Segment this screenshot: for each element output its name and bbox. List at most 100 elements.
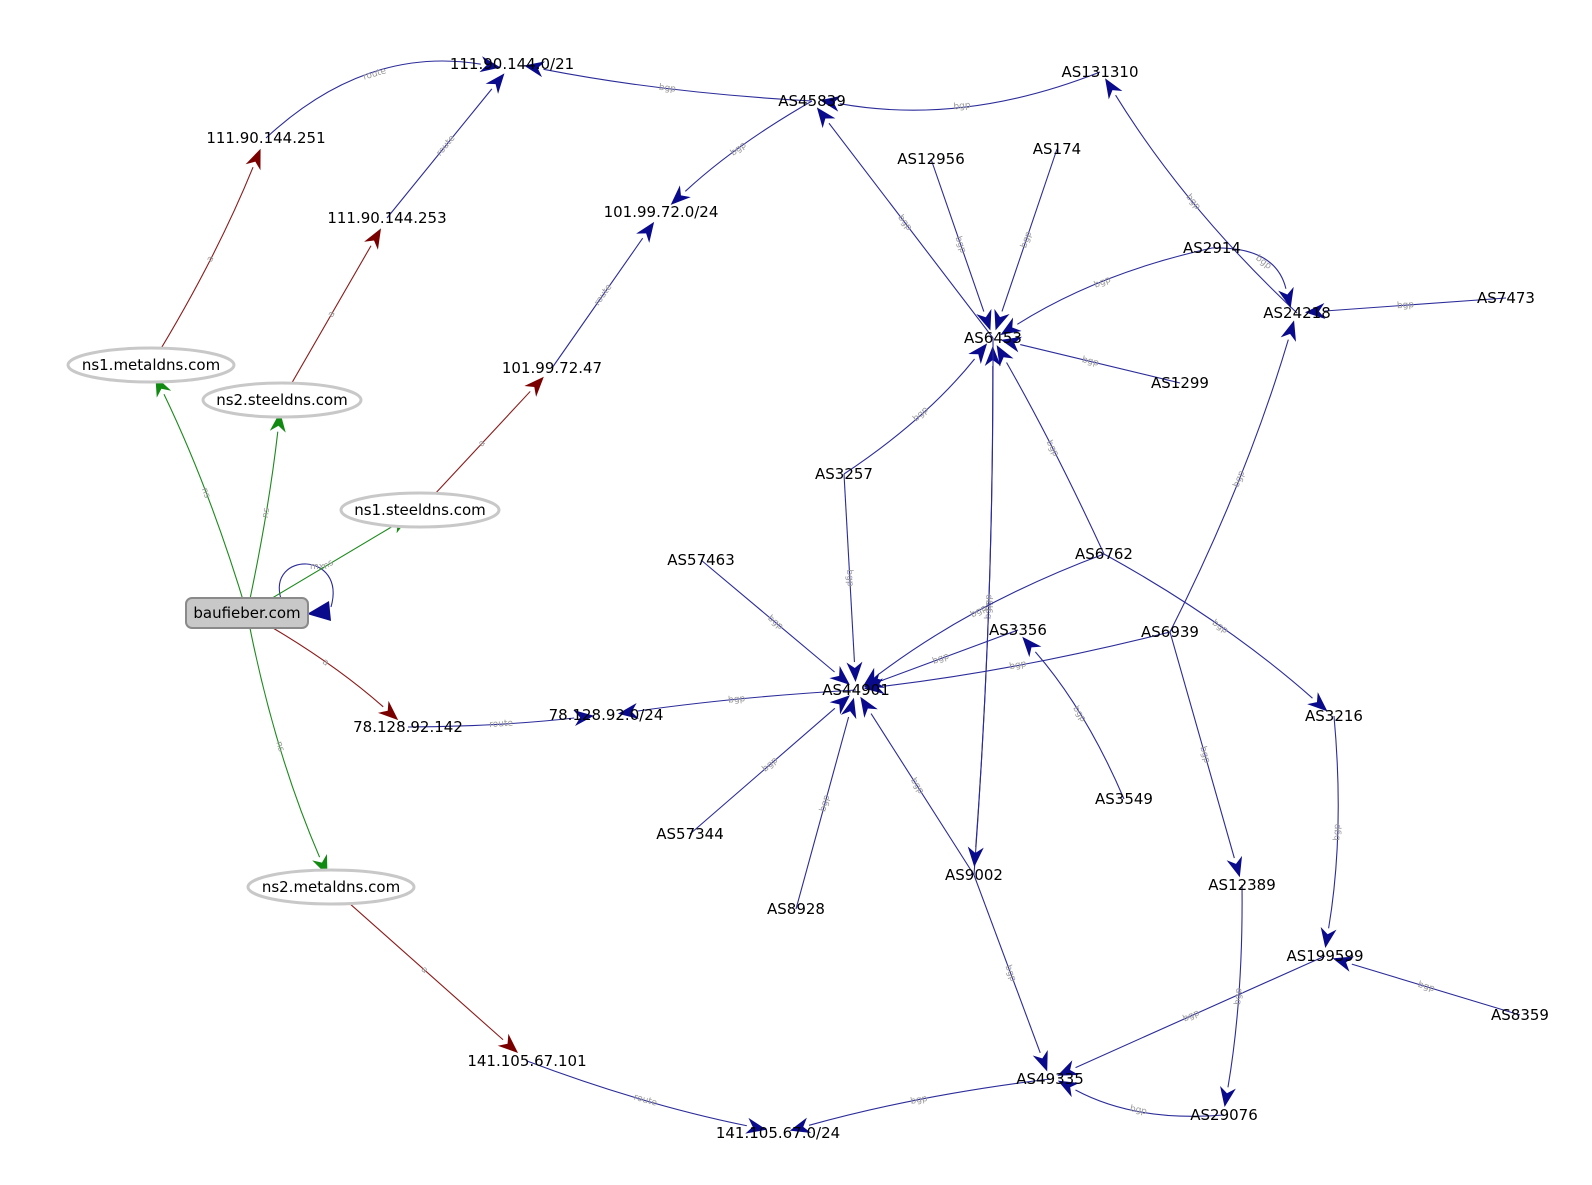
- node-label: AS12389: [1208, 876, 1276, 894]
- node-ip[interactable]: 141.105.67.101: [467, 1052, 586, 1070]
- edge-arrowhead: [307, 601, 331, 621]
- node-as[interactable]: AS45839: [778, 92, 846, 110]
- node-label: AS3257: [815, 465, 873, 483]
- node-label: AS6453: [964, 329, 1022, 347]
- edge-a: a: [419, 376, 544, 511]
- node-as[interactable]: AS29076: [1190, 1106, 1258, 1124]
- edge-arrowhead: [863, 672, 886, 688]
- edge-label: a: [205, 255, 216, 264]
- node-as[interactable]: AS6939: [1141, 623, 1199, 641]
- edge-bgp: bgp: [1057, 955, 1326, 1076]
- node-label: 111.90.144.0/21: [450, 55, 574, 73]
- node-as[interactable]: AS2914: [1183, 239, 1241, 257]
- node-as[interactable]: AS3257: [815, 465, 873, 483]
- edge-line: [870, 713, 975, 876]
- node-label: 78.128.92.0/24: [549, 706, 664, 724]
- node-as[interactable]: AS7473: [1477, 289, 1535, 307]
- node-as[interactable]: AS6762: [1075, 545, 1133, 563]
- edge-arrowhead: [670, 185, 691, 205]
- node-as[interactable]: AS199599: [1286, 947, 1363, 965]
- edge-line: [1169, 339, 1289, 633]
- node-ip[interactable]: 101.99.72.47: [502, 359, 602, 377]
- node-as[interactable]: AS8359: [1491, 1006, 1549, 1024]
- edge-label: a: [320, 657, 330, 668]
- edge-arrowhead: [523, 61, 546, 78]
- node-label: baufieber.com: [193, 604, 300, 622]
- edge-arrowhead: [1332, 956, 1355, 972]
- edge-label: route: [593, 282, 615, 308]
- edge-bgp: bgp: [1320, 715, 1343, 949]
- node-prefix[interactable]: 141.105.67.0/24: [716, 1124, 840, 1142]
- node-nameserver[interactable]: ns1.metaldns.com: [66, 346, 236, 384]
- node-label: AS29076: [1190, 1106, 1258, 1124]
- node-as[interactable]: AS49335: [1016, 1070, 1084, 1088]
- node-label: AS24218: [1263, 304, 1331, 322]
- edge-arrowhead: [994, 308, 1010, 331]
- edge-bgp: bgp: [1103, 553, 1328, 712]
- edge-arrowhead: [377, 700, 399, 721]
- node-as[interactable]: AS3549: [1095, 790, 1153, 808]
- node-nameserver[interactable]: ns1.steeldns.com: [339, 491, 501, 529]
- edge-bgp: bgp: [1022, 636, 1125, 800]
- edge-bgp: bgp: [1169, 631, 1243, 878]
- node-as[interactable]: AS3356: [989, 621, 1047, 639]
- edge-label: bgp: [1181, 1008, 1201, 1024]
- node-label: AS199599: [1286, 947, 1363, 965]
- edge-line: [1115, 94, 1298, 314]
- node-as[interactable]: AS9002: [945, 866, 1003, 884]
- edge-bgp: bgp: [967, 337, 994, 868]
- edge-bgp: bgp: [1057, 1080, 1225, 1117]
- node-as[interactable]: AS6453: [964, 329, 1022, 347]
- edge-label: bgp: [1417, 980, 1437, 995]
- edge-line: [882, 629, 1019, 681]
- node-as[interactable]: AS57463: [667, 551, 735, 569]
- node-label: 78.128.92.142: [353, 718, 463, 736]
- node-as[interactable]: AS12956: [897, 150, 965, 168]
- node-as[interactable]: AS174: [1033, 140, 1081, 158]
- node-as[interactable]: AS44901: [822, 681, 890, 699]
- node-label: AS57463: [667, 551, 735, 569]
- edge-label: bgp: [911, 405, 931, 424]
- node-label: 101.99.72.47: [502, 359, 602, 377]
- edge-label: bgp: [1332, 823, 1343, 841]
- edge-a: a: [150, 148, 261, 366]
- node-as[interactable]: AS3216: [1305, 707, 1363, 725]
- node-as[interactable]: AS24218: [1263, 304, 1331, 322]
- node-nameserver[interactable]: ns2.steeldns.com: [201, 381, 363, 419]
- node-as[interactable]: AS1299: [1151, 374, 1209, 392]
- node-label: AS2914: [1183, 239, 1241, 257]
- node-as[interactable]: AS131310: [1061, 63, 1138, 81]
- node-label: AS49335: [1016, 1070, 1084, 1088]
- edge-ns: ns: [246, 612, 328, 876]
- node-label: AS6762: [1075, 545, 1133, 563]
- node-prefix[interactable]: 111.90.144.0/21: [450, 55, 574, 73]
- node-domain[interactable]: baufieber.com: [185, 597, 309, 629]
- node-ip[interactable]: 111.90.144.251: [206, 129, 325, 147]
- edge-arrowhead: [479, 56, 501, 73]
- edge-arrowhead: [829, 695, 850, 715]
- node-as[interactable]: AS8928: [767, 900, 825, 918]
- node-as[interactable]: AS57344: [656, 825, 724, 843]
- edge-bgp: bgp: [994, 148, 1058, 331]
- edge-arrowhead: [1105, 78, 1123, 100]
- edge-arrowhead: [497, 1033, 519, 1054]
- node-ip[interactable]: 78.128.92.142: [353, 718, 463, 736]
- edge-line: [551, 237, 644, 369]
- edge-arrowhead: [524, 376, 544, 397]
- node-label: AS8359: [1491, 1006, 1549, 1024]
- edge-arrowhead: [1000, 317, 1022, 335]
- edge-label: bgp: [1233, 987, 1244, 1005]
- node-ip[interactable]: 111.90.144.253: [327, 209, 446, 227]
- edge-line: [1169, 631, 1235, 859]
- node-prefix[interactable]: 78.128.92.0/24: [549, 706, 664, 724]
- node-label: ns2.steeldns.com: [216, 391, 348, 409]
- node-box: [185, 597, 309, 629]
- edge-line: [684, 100, 813, 192]
- node-nameserver[interactable]: ns2.metaldns.com: [246, 868, 416, 906]
- node-label: AS12956: [897, 150, 965, 168]
- node-as[interactable]: AS12389: [1208, 876, 1276, 894]
- node-prefix[interactable]: 101.99.72.0/24: [604, 203, 719, 221]
- edge-route: route: [407, 710, 595, 730]
- node-label: AS6939: [1141, 623, 1199, 641]
